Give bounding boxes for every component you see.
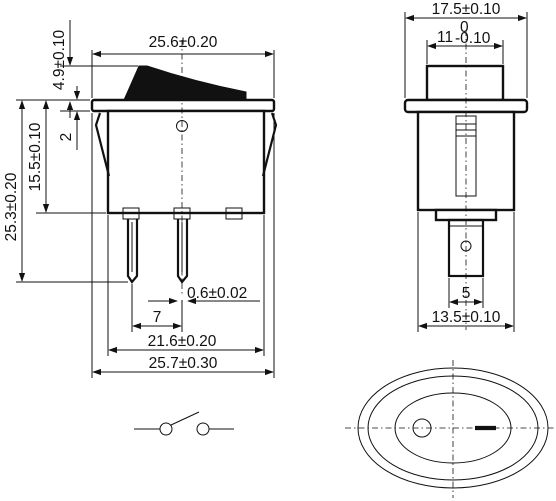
dim-terminal-width: 5 bbox=[448, 278, 484, 308]
left-snap-clip bbox=[94, 112, 111, 177]
label-body-height: 15.5±0.10 bbox=[27, 122, 44, 191]
left-terminal bbox=[126, 219, 139, 284]
top-view bbox=[345, 360, 556, 498]
label-overall-width-bottom: 25.7±0.30 bbox=[149, 355, 218, 372]
dim-rocker-width: 11 0 -0.10 bbox=[426, 19, 504, 64]
front-housing bbox=[106, 109, 266, 215]
switch-schematic-symbol bbox=[134, 411, 234, 436]
front-view: 25.6±0.20 4.9±0.10 2 25.3±0.20 bbox=[3, 20, 278, 378]
side-view: 17.5±0.10 11 0 -0.10 5 13.5±0.10 bbox=[403, 1, 529, 332]
dim-body-height: 15.5±0.10 bbox=[27, 100, 106, 214]
base-bump-left bbox=[122, 207, 140, 220]
front-flange bbox=[90, 98, 276, 113]
label-rocker-width-tol-lower: -0.10 bbox=[455, 30, 491, 47]
dim-overall-width-bottom: 25.7±0.30 bbox=[91, 113, 275, 378]
label-overall-width-top: 25.6±0.20 bbox=[149, 34, 218, 51]
label-rocker-height: 4.9±0.10 bbox=[51, 30, 68, 91]
label-rocker-width-tol-upper: 0 bbox=[460, 19, 469, 36]
dim-terminal-thickness: 0.6±0.02 bbox=[148, 285, 260, 305]
dim-overall-height: 25.3±0.20 bbox=[3, 99, 128, 283]
dim-mount-width: 21.6±0.20 bbox=[107, 215, 265, 356]
label-terminal-width: 5 bbox=[462, 285, 471, 302]
label-terminal-thickness: 0.6±0.02 bbox=[187, 285, 247, 302]
label-rocker-width-base: 11 bbox=[437, 29, 453, 46]
label-side-body-width: 13.5±0.10 bbox=[432, 309, 501, 326]
side-rocker bbox=[425, 64, 505, 102]
dim-flange-thickness: 2 bbox=[58, 86, 90, 150]
right-terminal bbox=[176, 219, 189, 284]
label-overall-height: 25.3±0.20 bbox=[3, 172, 20, 241]
label-flange-thickness: 2 bbox=[58, 133, 75, 142]
dim-overall-width-top: 25.6±0.20 bbox=[91, 34, 275, 98]
right-snap-clip bbox=[261, 112, 278, 177]
label-terminal-offset: 7 bbox=[153, 309, 162, 326]
label-side-total-width: 17.5±0.10 bbox=[432, 1, 501, 18]
label-mount-width: 21.6±0.20 bbox=[148, 333, 217, 350]
dim-terminal-offset: 7 bbox=[131, 284, 183, 332]
dim-side-body-width: 13.5±0.10 bbox=[417, 212, 515, 332]
dim-side-total-width: 17.5±0.10 bbox=[404, 1, 528, 98]
base-bump-right bbox=[225, 207, 243, 220]
rocker-actuator bbox=[123, 65, 247, 101]
